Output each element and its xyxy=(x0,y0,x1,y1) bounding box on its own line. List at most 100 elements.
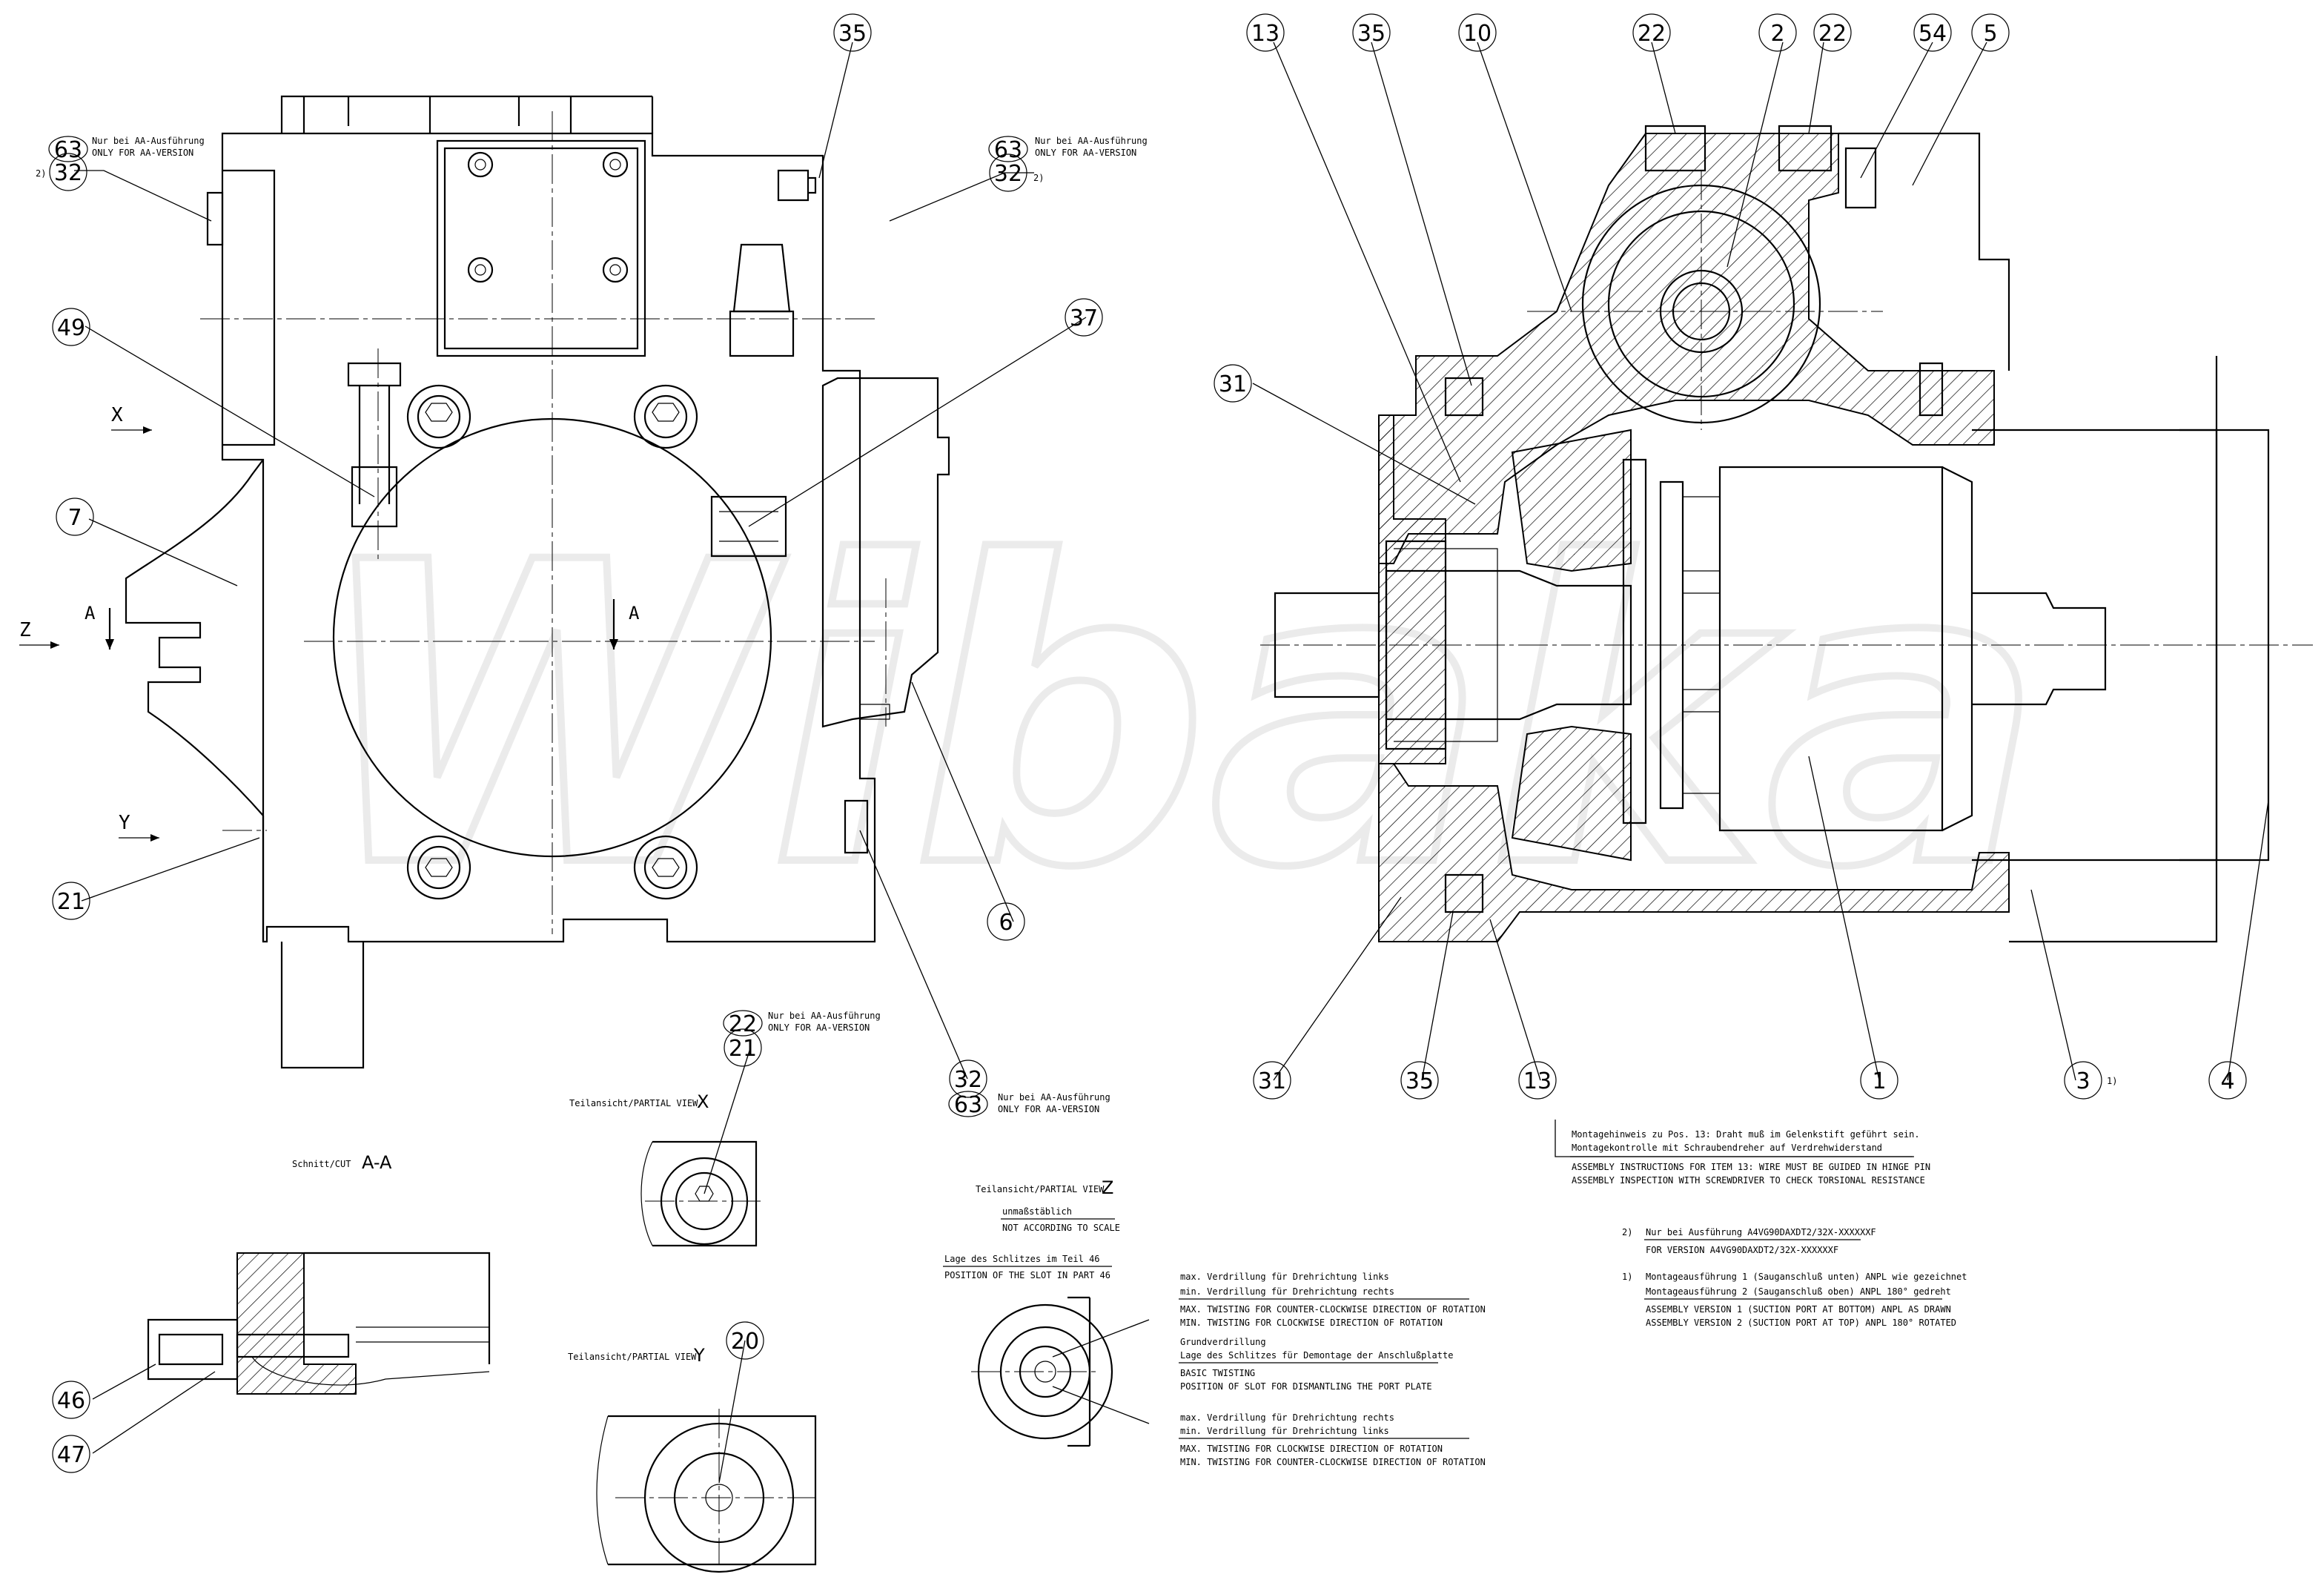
slot-de: Lage des Schlitzes im Teil 46 xyxy=(944,1254,1100,1264)
aa-notes: Nur bei AA-Ausführung ONLY FOR AA-VERSIO… xyxy=(92,136,1148,1114)
view-x-label: X xyxy=(111,404,123,426)
balloon-35-bottom: 35 xyxy=(1400,1061,1439,1100)
partial-view-y-prefix: Teilansicht/PARTIAL VIEW xyxy=(568,1352,697,1362)
cut-a-a xyxy=(147,1252,491,1395)
partial-view-y-letter: Y xyxy=(693,1345,705,1366)
section-a-left: A xyxy=(85,603,96,624)
svg-text:ASSEMBLY INSTRUCTIONS FOR ITEM: ASSEMBLY INSTRUCTIONS FOR ITEM 13: WIRE … xyxy=(1572,1162,1930,1172)
partial-view-x-letter: X xyxy=(697,1091,709,1112)
svg-text:49: 49 xyxy=(57,315,85,341)
svg-text:22: 22 xyxy=(1638,21,1666,47)
assembly-notes: Montagehinweis zu Pos. 13: Draht muß im … xyxy=(1570,1129,1930,1186)
svg-text:54: 54 xyxy=(1919,21,1947,47)
balloon-13-top: 13 xyxy=(1246,13,1285,52)
balloon-22-a: 22 xyxy=(1632,13,1671,52)
svg-text:min. Verdrillung für Drehricht: min. Verdrillung für Drehrichtung links xyxy=(1180,1426,1389,1436)
scale-en: NOT ACCORDING TO SCALE xyxy=(1002,1223,1120,1233)
svg-text:32: 32 xyxy=(954,1067,982,1093)
balloon-63-low: 63 xyxy=(948,1091,988,1118)
svg-text:63: 63 xyxy=(54,137,82,163)
svg-text:POSITION OF SLOT FOR DISMANTLI: POSITION OF SLOT FOR DISMANTLING THE POR… xyxy=(1180,1381,1432,1392)
balloon-46: 46 xyxy=(52,1381,90,1419)
balloon-35-top-left: 35 xyxy=(833,13,872,52)
svg-text:2: 2 xyxy=(1770,21,1784,47)
svg-text:MAX. TWISTING FOR COUNTER-CLOC: MAX. TWISTING FOR COUNTER-CLOCKWISE DIRE… xyxy=(1180,1304,1486,1315)
svg-text:63: 63 xyxy=(954,1092,982,1118)
balloon-47: 47 xyxy=(52,1435,90,1473)
partial-view-z-prefix: Teilansicht/PARTIAL VIEW xyxy=(976,1184,1105,1194)
svg-text:6: 6 xyxy=(999,910,1013,936)
scale-de: unmaßstäblich xyxy=(1002,1206,1072,1217)
svg-text:Nur bei AA-Ausführung: Nur bei AA-Ausführung xyxy=(1035,136,1148,146)
balloon-7: 7 xyxy=(56,498,94,536)
svg-text:21: 21 xyxy=(57,889,85,915)
leader-lines xyxy=(74,42,2269,1484)
svg-text:Montagekontrolle mit Schrauben: Montagekontrolle mit Schraubendreher auf… xyxy=(1572,1143,1882,1153)
svg-text:MIN. TWISTING FOR CLOCKWISE DI: MIN. TWISTING FOR CLOCKWISE DIRECTION OF… xyxy=(1180,1318,1443,1328)
svg-text:FOR VERSION A4VG90DAXDT2/32X-X: FOR VERSION A4VG90DAXDT2/32X-XXXXXXF xyxy=(1646,1245,1838,1255)
left-view xyxy=(125,95,950,1069)
balloon-10: 10 xyxy=(1458,13,1497,52)
svg-text:3: 3 xyxy=(2076,1068,2090,1094)
view-z-label: Z xyxy=(19,619,31,641)
svg-text:Grundverdrillung: Grundverdrillung xyxy=(1180,1337,1266,1347)
svg-text:ONLY FOR AA-VERSION: ONLY FOR AA-VERSION xyxy=(998,1104,1099,1114)
svg-text:Nur bei AA-Ausführung: Nur bei AA-Ausführung xyxy=(768,1011,881,1021)
balloon-63-mid: 63 xyxy=(988,136,1028,163)
balloon-32-low: 32 xyxy=(949,1060,987,1098)
svg-text:Montageausführung 2 (Saugansch: Montageausführung 2 (Sauganschluß oben) … xyxy=(1646,1286,1951,1297)
svg-text:35: 35 xyxy=(1406,1068,1434,1094)
svg-text:37: 37 xyxy=(1070,305,1098,331)
svg-text:1): 1) xyxy=(1622,1272,1632,1282)
svg-text:22: 22 xyxy=(1818,21,1847,47)
svg-text:1: 1 xyxy=(1872,1068,1886,1094)
balloon-6: 6 xyxy=(987,902,1025,941)
balloon-31-top: 31 xyxy=(1214,364,1252,403)
footnotes: 2) Nur bei Ausführung A4VG90DAXDT2/32X-X… xyxy=(1622,1227,1967,1328)
svg-text:32: 32 xyxy=(54,160,82,186)
svg-text:63: 63 xyxy=(994,137,1022,163)
view-y-label: Y xyxy=(119,812,130,834)
balloon-20: 20 xyxy=(726,1321,764,1360)
slot-en: POSITION OF THE SLOT IN PART 46 xyxy=(944,1270,1110,1280)
balloon-22-detail: 22 xyxy=(723,1010,763,1037)
svg-text:13: 13 xyxy=(1251,21,1279,47)
cut-letter: A-A xyxy=(362,1152,392,1173)
svg-text:22: 22 xyxy=(729,1011,757,1037)
svg-text:Nur bei AA-Ausführung: Nur bei AA-Ausführung xyxy=(998,1092,1110,1103)
svg-text:ASSEMBLY INSPECTION WITH SCREW: ASSEMBLY INSPECTION WITH SCREWDRIVER TO … xyxy=(1572,1175,1925,1186)
svg-text:ONLY FOR AA-VERSION: ONLY FOR AA-VERSION xyxy=(92,148,193,158)
balloon-3: 3 xyxy=(2064,1061,2102,1100)
partial-view-x-prefix: Teilansicht/PARTIAL VIEW xyxy=(569,1098,698,1108)
balloon-21-detail: 21 xyxy=(724,1028,762,1067)
balloon-22-b: 22 xyxy=(1813,13,1852,52)
footnote-mark-b3: 1) xyxy=(2107,1076,2117,1086)
svg-text:ASSEMBLY VERSION 2 (SUCTION PO: ASSEMBLY VERSION 2 (SUCTION PORT AT TOP)… xyxy=(1646,1318,1956,1328)
balloon-49: 49 xyxy=(52,308,90,346)
balloon-21-left: 21 xyxy=(52,882,90,920)
svg-text:max. Verdrillung für Drehricht: max. Verdrillung für Drehrichtung rechts xyxy=(1180,1412,1394,1423)
section-a-right: A xyxy=(629,603,640,624)
partial-view-x xyxy=(640,1140,764,1247)
balloon-5: 5 xyxy=(1971,13,2010,52)
partial-view-z-letter: Z xyxy=(1102,1177,1113,1198)
balloon-2: 2 xyxy=(1758,13,1797,52)
balloon-1: 1 xyxy=(1860,1061,1898,1100)
balloon-13-bottom: 13 xyxy=(1518,1061,1557,1100)
svg-text:min. Verdrillung für Drehricht: min. Verdrillung für Drehrichtung rechts xyxy=(1180,1286,1394,1297)
svg-text:max. Verdrillung für Drehricht: max. Verdrillung für Drehrichtung links xyxy=(1180,1272,1389,1282)
watermark: Wibaka xyxy=(311,475,2045,959)
balloon-31-bottom: 31 xyxy=(1253,1061,1291,1100)
svg-text:47: 47 xyxy=(57,1442,85,1468)
svg-text:2): 2) xyxy=(1622,1227,1632,1237)
svg-text:ASSEMBLY VERSION 1 (SUCTION PO: ASSEMBLY VERSION 1 (SUCTION PORT AT BOTT… xyxy=(1646,1304,1951,1315)
svg-text:Nur bei AA-Ausführung: Nur bei AA-Ausführung xyxy=(92,136,205,146)
balloon-32-left: 32 xyxy=(49,153,87,191)
partial-view-y xyxy=(596,1409,817,1573)
footnote-mark-left: 2) xyxy=(36,168,46,179)
svg-text:Nur bei Ausführung A4VG90DAXDT: Nur bei Ausführung A4VG90DAXDT2/32X-XXXX… xyxy=(1646,1227,1876,1237)
svg-text:35: 35 xyxy=(1357,21,1386,47)
svg-text:Lage des Schlitzes für Demonta: Lage des Schlitzes für Demontage der Ans… xyxy=(1180,1350,1453,1361)
section-markers: X Z Y A A xyxy=(19,404,640,842)
